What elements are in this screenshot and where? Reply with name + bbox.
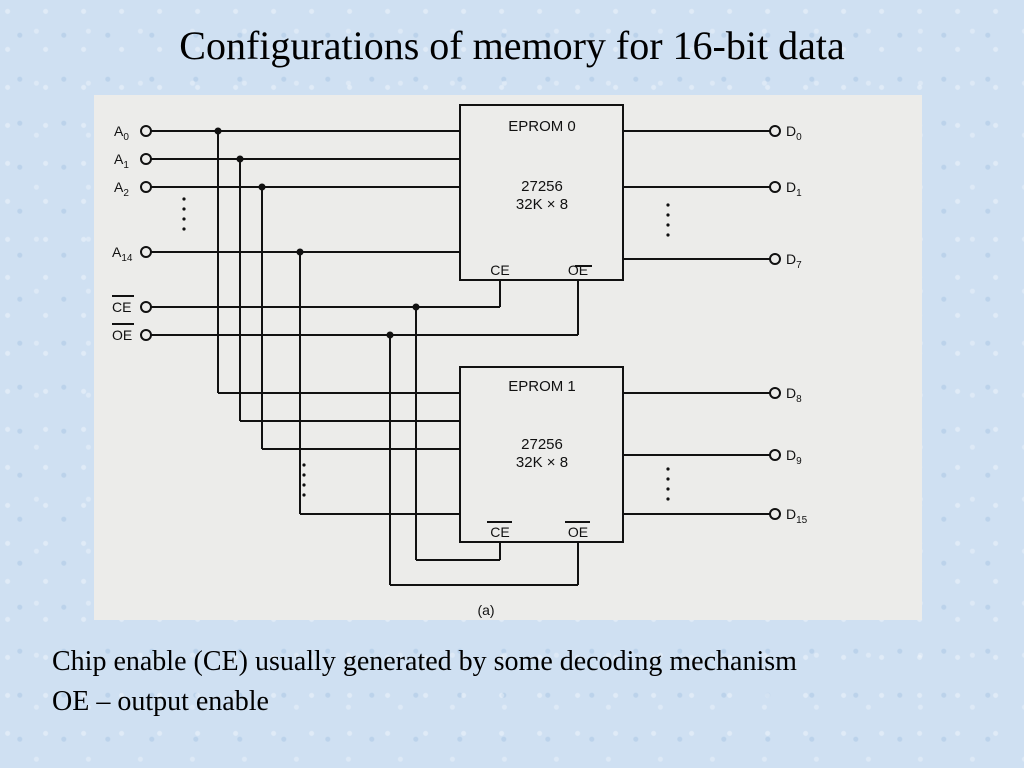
slide-title: Configurations of memory for 16-bit data bbox=[179, 23, 845, 68]
figure-caption: (a) bbox=[477, 602, 494, 618]
input-terminal-ce bbox=[140, 301, 152, 313]
eprom0-organization: 32K × 8 bbox=[516, 196, 568, 213]
output-label-d9: D9 bbox=[786, 447, 802, 467]
eprom0-ce-pin: CE bbox=[490, 262, 509, 278]
input-label-ce: CE bbox=[112, 299, 131, 315]
eprom1-part: 27256 bbox=[521, 436, 563, 453]
memory-configuration-diagram: EPROM 0 27256 32K × 8 CE OE EPROM 1 2725… bbox=[94, 95, 922, 620]
eprom1-organization: 32K × 8 bbox=[516, 454, 568, 471]
output-label-d1: D1 bbox=[786, 179, 802, 199]
output-terminal-d9 bbox=[769, 449, 781, 461]
output-terminal-d8 bbox=[769, 387, 781, 399]
input-terminal-a2 bbox=[140, 181, 152, 193]
input-label-a14: A14 bbox=[112, 244, 133, 264]
output-label-d8: D8 bbox=[786, 385, 802, 405]
eprom1-ce-pin: CE bbox=[490, 524, 509, 540]
output-terminal-d15 bbox=[769, 508, 781, 520]
input-label-a1: A1 bbox=[114, 151, 129, 171]
input-label-oe: OE bbox=[112, 327, 132, 343]
output-terminal-d0 bbox=[769, 125, 781, 137]
note-chip-enable: Chip enable (CE) usually generated by so… bbox=[52, 646, 797, 677]
eprom1-oe-pin: OE bbox=[568, 524, 588, 540]
input-label-a2: A2 bbox=[114, 179, 129, 199]
input-terminal-a1 bbox=[140, 153, 152, 165]
eprom1-name: EPROM 1 bbox=[508, 378, 576, 395]
output-label-d7: D7 bbox=[786, 251, 802, 271]
slide-notes: Chip enable (CE) usually generated by so… bbox=[52, 642, 1012, 722]
input-terminal-a0 bbox=[140, 125, 152, 137]
eprom0-name: EPROM 0 bbox=[508, 118, 576, 135]
circuit-schematic: EPROM 0 27256 32K × 8 CE OE EPROM 1 2725… bbox=[112, 104, 808, 618]
eprom0-oe-pin: OE bbox=[568, 262, 588, 278]
input-label-a0: A0 bbox=[114, 123, 129, 143]
input-terminal-a14 bbox=[140, 246, 152, 258]
output-label-d0: D0 bbox=[786, 123, 802, 143]
note-output-enable: OE – output enable bbox=[52, 686, 269, 717]
eprom0-box bbox=[459, 104, 624, 281]
eprom0-part: 27256 bbox=[521, 178, 563, 195]
output-terminal-d7 bbox=[769, 253, 781, 265]
output-label-d15: D15 bbox=[786, 506, 808, 526]
output-terminal-d1 bbox=[769, 181, 781, 193]
input-terminal-oe bbox=[140, 329, 152, 341]
